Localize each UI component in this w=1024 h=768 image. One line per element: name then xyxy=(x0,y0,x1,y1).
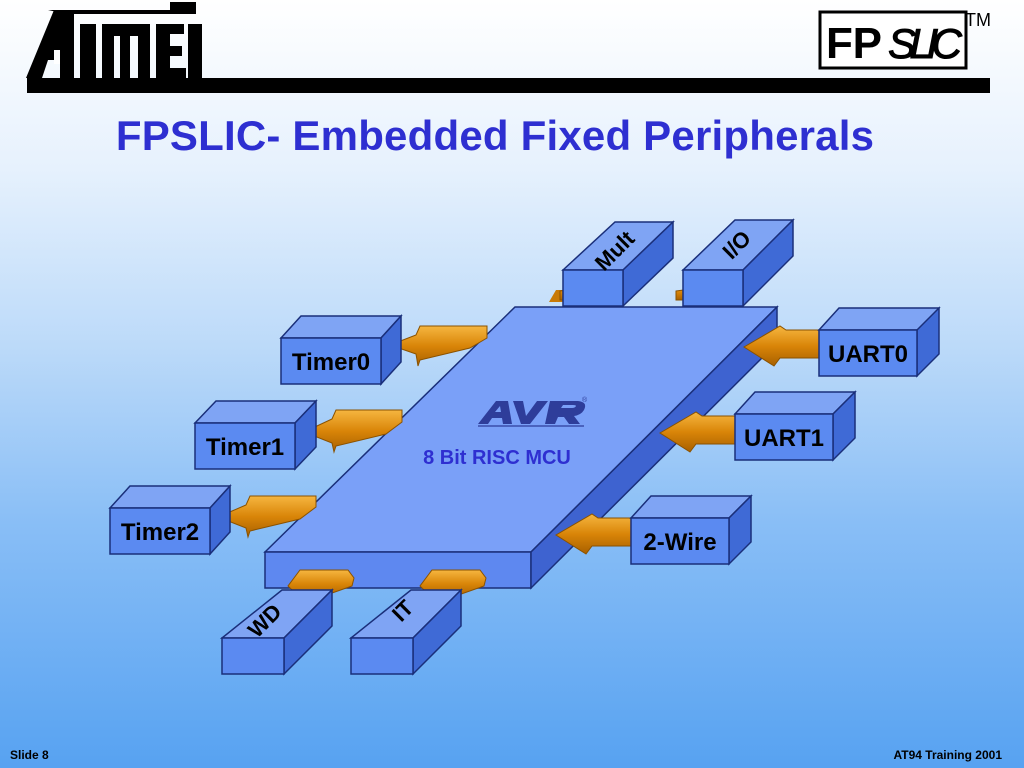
slide-number: Slide 8 xyxy=(10,748,49,762)
arrow-from-uart1 xyxy=(659,411,739,453)
timer2-block: Timer2 xyxy=(108,484,232,556)
page-title: FPSLIC- Embedded Fixed Peripherals xyxy=(115,112,875,159)
fpslic-logo-right: SLIC xyxy=(888,20,963,67)
timer0-block: Timer0 xyxy=(279,314,403,386)
timer0-label: Timer0 xyxy=(292,349,370,376)
atmel-letter-m xyxy=(102,24,150,78)
fpslic-logo: FP SLIC xyxy=(818,10,968,70)
atmel-letter-a xyxy=(26,10,74,78)
uart1-block: UART1 xyxy=(733,390,857,462)
arrow-to-timer1 xyxy=(302,409,403,454)
arrow-from-uart0 xyxy=(743,325,823,367)
timer1-block: Timer1 xyxy=(193,399,318,471)
uart0-label: UART0 xyxy=(828,341,908,368)
two-wire-block: 2-Wire xyxy=(629,494,753,566)
core-label: 8 Bit RISC MCU xyxy=(423,447,571,469)
atmel-letter-e xyxy=(156,24,186,78)
arrow-from-2-wire xyxy=(555,513,635,555)
wd-block: WD xyxy=(219,588,334,676)
arrow-to-timer0 xyxy=(388,325,488,367)
footer-event-label: AT94 Training 2001 xyxy=(893,748,1003,762)
mult-block: Mult xyxy=(561,220,675,308)
timer1-label: Timer1 xyxy=(206,434,284,461)
uart0-block: UART0 xyxy=(817,306,941,378)
trademark-mark: TM xyxy=(965,10,991,30)
uart1-label: UART1 xyxy=(744,425,824,452)
timer2-label: Timer2 xyxy=(121,519,199,546)
two-wire-label: 2-Wire xyxy=(643,529,716,556)
atmel-logo xyxy=(26,2,202,78)
avr-logo: ® xyxy=(478,396,588,427)
header-rule xyxy=(27,78,990,93)
it-block: IT xyxy=(348,588,463,676)
atmel-letter-t xyxy=(80,24,96,78)
arrow-to-timer2 xyxy=(216,495,317,539)
svg-text:®: ® xyxy=(582,396,588,404)
fpslic-logo-left: FP xyxy=(826,19,882,68)
io-block: I/O xyxy=(681,218,795,308)
atmel-letter-l xyxy=(188,24,202,78)
